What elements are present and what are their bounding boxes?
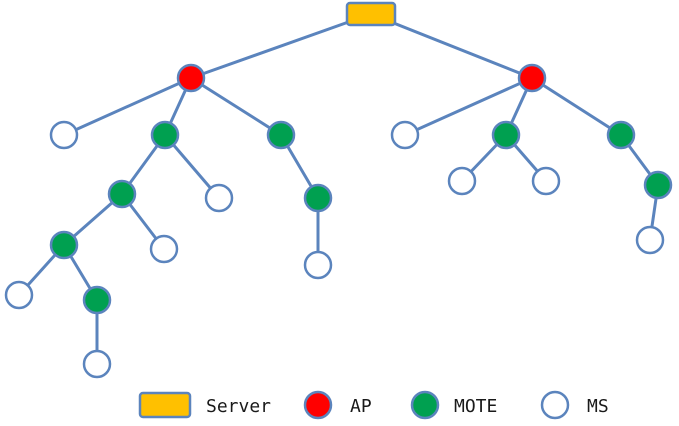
legend-mote-label: MOTE	[454, 396, 497, 417]
ms-node-ms1	[49, 120, 79, 150]
mote-node-mote9	[643, 170, 673, 200]
legend-server-swatch	[138, 391, 192, 419]
ms-node-ms7	[390, 120, 420, 150]
ms-node-ms5	[82, 349, 112, 379]
legend-ms-label: MS	[587, 396, 609, 417]
ms-node-ms3	[149, 234, 179, 264]
server-node-server	[345, 1, 397, 27]
edge-ap2-mote8	[530, 76, 623, 137]
edge-ap2-ms7	[403, 76, 534, 137]
ms-node-ms8	[447, 166, 477, 196]
ms-node-ms10	[635, 225, 665, 255]
edge-server-ap1	[189, 12, 373, 80]
mote-node-mote7	[491, 120, 521, 150]
mote-node-mote1	[150, 120, 180, 150]
ms-node-ms6	[303, 250, 333, 280]
edge-server-ap2	[369, 12, 534, 80]
mote-node-mote2	[266, 120, 296, 150]
mote-node-mote5	[82, 285, 112, 315]
edge-ap1-mote2	[189, 76, 283, 137]
legend-ms-swatch	[540, 390, 570, 420]
ap-node-ap1	[176, 63, 206, 93]
ms-node-ms9	[531, 166, 561, 196]
mote-node-mote6	[303, 183, 333, 213]
ms-node-ms4	[4, 280, 34, 310]
mote-node-mote3	[107, 179, 137, 209]
legend-server-label: Server	[206, 396, 271, 417]
legend-mote-swatch	[410, 390, 440, 420]
mote-node-mote4	[49, 230, 79, 260]
legend-ap-swatch	[303, 390, 333, 420]
ms-node-ms2	[204, 183, 234, 213]
legend-ap-label: AP	[350, 396, 372, 417]
tree-nodes	[4, 1, 673, 379]
edge-ap1-ms1	[62, 76, 193, 137]
ap-node-ap2	[517, 63, 547, 93]
mote-node-mote8	[606, 120, 636, 150]
legend: Server AP MOTE MS	[138, 390, 609, 420]
